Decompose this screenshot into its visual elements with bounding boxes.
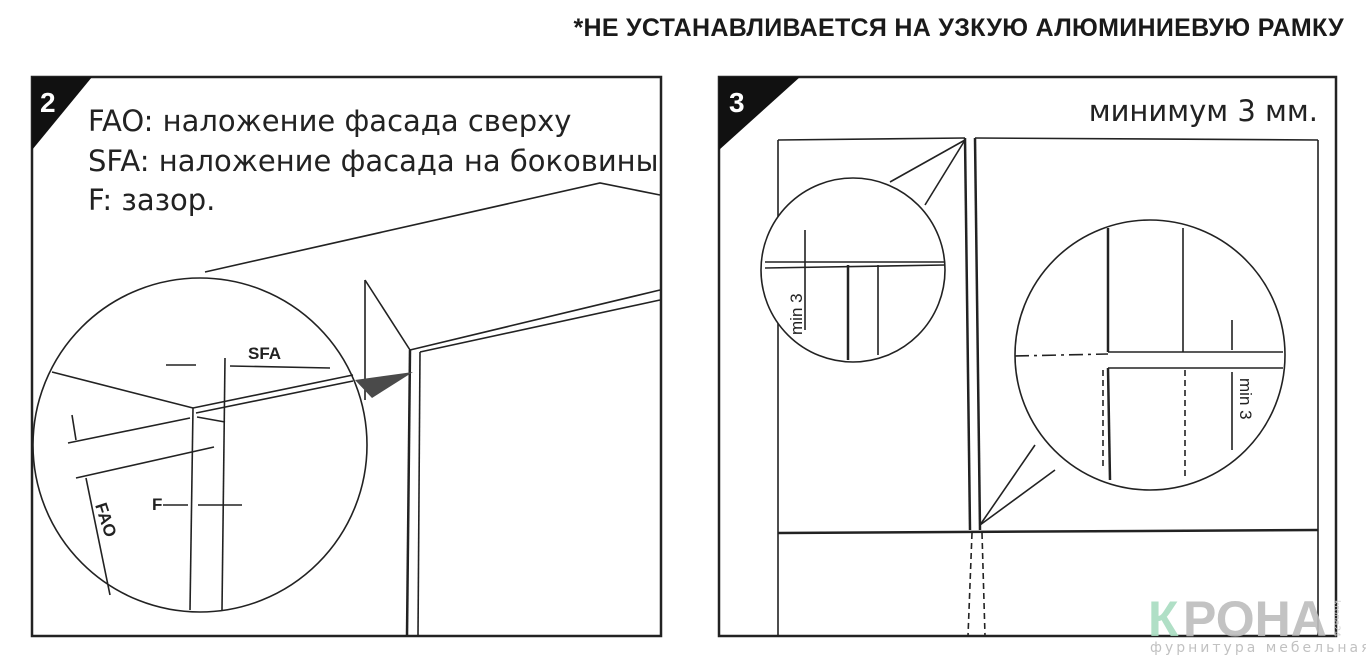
legend-sfa: SFA: наложение фасада на боковины	[88, 144, 659, 178]
step-badge-2	[32, 77, 92, 150]
label-sfa: SFA	[248, 344, 281, 363]
step-badge-3	[719, 77, 800, 150]
zoom-pointer	[355, 372, 413, 398]
step-number-3: 3	[729, 87, 745, 118]
panel-3-frame	[717, 75, 1338, 638]
label-f: F	[152, 495, 162, 514]
krona-logo: К РОНА фурнитура мебельная krona24	[1148, 591, 1366, 656]
warning-title: *НЕ УСТАНАВЛИВАЕТСЯ НА УЗКУЮ АЛЮМИНИЕВУЮ…	[573, 14, 1344, 42]
svg-text:РОНА: РОНА	[1183, 591, 1327, 647]
label-min-left: min 3	[787, 293, 806, 335]
detail-circle-small	[760, 177, 946, 363]
detail-circle-large	[1014, 219, 1286, 491]
legend-fao: FAO: наложение фасада сверху	[88, 104, 571, 138]
caption-minimum: минимум 3 мм.	[1089, 94, 1318, 128]
label-min-right: min 3	[1236, 378, 1255, 420]
svg-text:krona24: krona24	[1331, 600, 1341, 637]
svg-text:фурнитура мебельная: фурнитура мебельная	[1150, 640, 1366, 656]
panel-2-frame	[30, 75, 663, 638]
legend-f: F: зазор.	[88, 183, 215, 217]
step-number-2: 2	[40, 87, 56, 118]
detail-circle-left	[32, 277, 368, 613]
svg-text:К: К	[1148, 591, 1179, 647]
doors-drawing	[777, 137, 1319, 637]
